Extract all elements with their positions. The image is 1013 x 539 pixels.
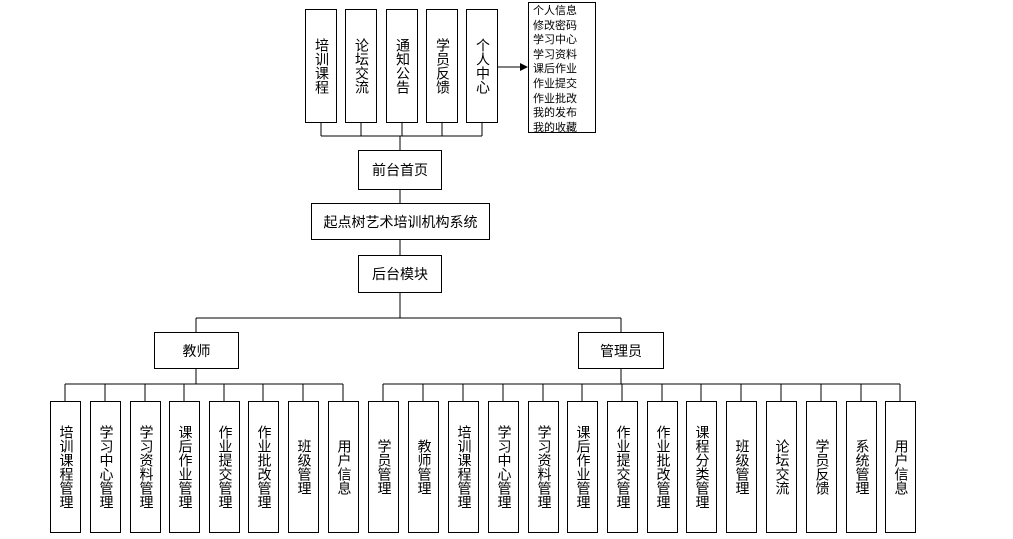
personal-center-item: 修改密码 [533, 18, 577, 32]
frontend-module-box: 通知公告 [386, 9, 418, 123]
admin-module-box: 学员反馈 [806, 401, 837, 533]
admin-module-box: 作业提交管理 [607, 401, 638, 533]
backend-module-box: 后台模块 [358, 255, 442, 293]
admin-module-box: 学习中心管理 [488, 401, 519, 533]
personal-center-item: 作业提交 [533, 76, 577, 90]
frontend-module-box: 培训课程 [305, 9, 337, 123]
frontend-module-box: 论坛交流 [345, 9, 377, 123]
personal-center-list: 个人信息 修改密码 学习中心 学习资料 课后作业 作业提交 作业批改 我的发布 … [528, 2, 596, 134]
admin-module-box: 培训课程管理 [448, 401, 479, 533]
admin-module-box: 作业批改管理 [647, 401, 678, 533]
teacher-module-box: 用户信息 [328, 401, 359, 533]
arrow-head [520, 63, 528, 71]
admin-module-box: 系统管理 [846, 401, 877, 533]
admin-module-box: 教师管理 [408, 401, 439, 533]
personal-center-item: 课后作业 [533, 62, 577, 76]
teacher-module-box: 培训课程管理 [50, 401, 81, 533]
admin-module-box: 用户信息 [885, 401, 916, 533]
admin-module-box: 课程分类管理 [686, 401, 717, 533]
personal-center-item: 我的发布 [533, 106, 577, 120]
admin-module-box: 学习资料管理 [528, 401, 559, 533]
teacher-module-box: 班级管理 [288, 401, 319, 533]
teacher-module-box: 作业提交管理 [209, 401, 240, 533]
teacher-module-box: 学习中心管理 [90, 401, 121, 533]
admin-module-box: 学员管理 [368, 401, 399, 533]
personal-center-item: 个人信息 [533, 4, 577, 17]
admin-module-box: 课后作业管理 [567, 401, 598, 533]
personal-center-item: 作业批改 [533, 91, 577, 105]
admin-role-box: 管理员 [578, 332, 664, 369]
system-root-box: 起点树艺术培训机构系统 [311, 203, 490, 240]
admin-module-box: 班级管理 [726, 401, 757, 533]
teacher-module-box: 学习资料管理 [130, 401, 161, 533]
personal-center-item: 学习资料 [533, 47, 577, 61]
personal-center-item: 我的收藏 [533, 120, 577, 134]
personal-center-item: 学习中心 [533, 33, 577, 47]
frontend-module-box: 个人中心 [466, 9, 498, 123]
teacher-module-box: 作业批改管理 [248, 401, 279, 533]
frontend-home-box: 前台首页 [358, 150, 442, 190]
frontend-module-box: 学员反馈 [426, 9, 458, 123]
teacher-module-box: 课后作业管理 [169, 401, 200, 533]
admin-module-box: 论坛交流 [766, 401, 797, 533]
teacher-role-box: 教师 [154, 332, 239, 369]
